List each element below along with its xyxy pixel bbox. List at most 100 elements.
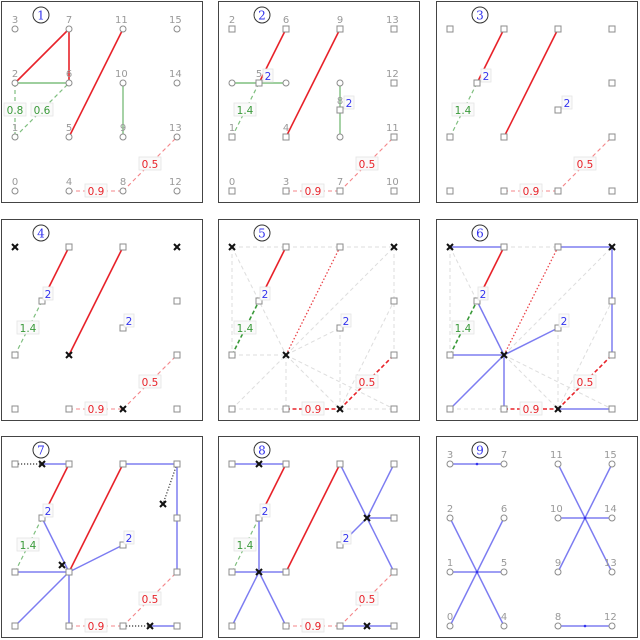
node-square-icon — [228, 351, 236, 359]
svg-text:2: 2 — [262, 506, 269, 518]
node-circle-icon — [11, 133, 19, 141]
node-circle-icon — [119, 187, 127, 195]
cross-marker-icon — [58, 561, 66, 569]
node-label: 0 — [12, 177, 18, 188]
node-label: 7 — [337, 177, 343, 188]
svg-text:2: 2 — [564, 98, 571, 110]
node-square-icon — [554, 243, 562, 251]
node-square-icon — [65, 460, 73, 468]
node-label: 15 — [169, 15, 182, 26]
node-circle-icon — [119, 79, 127, 87]
svg-text:1.4: 1.4 — [455, 323, 472, 335]
node-circle-icon — [500, 622, 508, 630]
node-square-icon — [11, 351, 19, 359]
background-edge — [285, 354, 395, 410]
node-square-icon — [173, 460, 181, 468]
svg-text:1.4: 1.4 — [237, 540, 254, 552]
node-label: 9 — [120, 123, 126, 134]
node-square-icon — [119, 324, 127, 332]
node-label: 8 — [337, 96, 343, 107]
background-edge — [285, 354, 341, 410]
node-label: 1 — [229, 123, 235, 134]
node-circle-icon — [173, 25, 181, 33]
edge-weight-label: 0.5 — [355, 156, 379, 171]
node-square-icon — [608, 351, 616, 359]
node-circle-icon — [608, 622, 616, 630]
node-square-icon — [255, 297, 263, 305]
edge-weight-label: 2 — [42, 286, 54, 301]
svg-text:0.5: 0.5 — [359, 159, 376, 171]
node-square-icon — [336, 460, 344, 468]
node-square-icon — [65, 568, 73, 576]
background-edge — [285, 327, 341, 356]
node-label: 13 — [169, 123, 182, 134]
node-label: 2 — [447, 504, 453, 515]
node-square-icon — [608, 79, 616, 87]
node-circle-icon — [11, 79, 19, 87]
step-number-badge: 3 — [471, 6, 489, 24]
edge-weight-label: 2 — [561, 95, 573, 110]
background-edge — [503, 354, 613, 410]
edge-weight-label: 0.8 — [3, 102, 27, 117]
node-circle-icon — [336, 79, 344, 87]
node-label: 0 — [229, 177, 235, 188]
node-square-icon — [11, 405, 19, 413]
svg-text:3: 3 — [476, 9, 484, 23]
node-square-icon — [228, 622, 236, 630]
node-label: 11 — [550, 450, 563, 461]
node-label: 10 — [115, 69, 128, 80]
background-edge — [339, 300, 395, 410]
cross-marker-icon — [363, 514, 371, 522]
node-square-icon — [173, 351, 181, 359]
node-circle-icon — [500, 460, 508, 468]
node-label: 9 — [337, 15, 343, 26]
cross-marker-icon — [336, 405, 344, 413]
node-square-icon — [473, 297, 481, 305]
node-label: 5 — [66, 123, 72, 134]
svg-text:0.9: 0.9 — [305, 404, 322, 416]
node-label: 2 — [229, 15, 235, 26]
node-square-icon — [11, 568, 19, 576]
edge-weight-label: 1.4 — [233, 320, 257, 335]
edge-weight-label: 0.6 — [30, 102, 54, 117]
node-square-icon — [173, 297, 181, 305]
svg-text:1.4: 1.4 — [20, 323, 37, 335]
edge-weight-label: 0.9 — [519, 401, 543, 416]
node-square-icon — [173, 405, 181, 413]
edge-red — [68, 463, 124, 573]
edge-weight-label: 1.4 — [16, 537, 40, 552]
edge-weight-label: 0.9 — [519, 183, 543, 198]
node-circle-icon — [554, 568, 562, 576]
node-square-icon — [473, 79, 481, 87]
node-circle-icon — [554, 514, 562, 522]
node-square-icon — [38, 297, 46, 305]
node-square-icon — [390, 622, 398, 630]
svg-text:2: 2 — [480, 289, 487, 301]
svg-text:2: 2 — [45, 506, 52, 518]
node-square-icon — [608, 25, 616, 33]
edge-green-dash-strong — [231, 300, 260, 356]
node-square-icon — [282, 568, 290, 576]
edge-blue — [476, 300, 505, 356]
edge-weight-label: 2 — [123, 313, 135, 328]
node-label: 1 — [12, 123, 18, 134]
background-edge — [285, 246, 395, 356]
node-circle-icon — [173, 187, 181, 195]
node-circle-icon — [608, 460, 616, 468]
node-label: 11 — [115, 15, 128, 26]
node-square-icon — [255, 514, 263, 522]
node-square-icon — [608, 297, 616, 305]
node-circle-icon — [446, 460, 454, 468]
node-label: 13 — [604, 558, 617, 569]
edge-red-dot — [503, 246, 559, 356]
node-circle-icon — [65, 25, 73, 33]
node-circle-icon — [446, 622, 454, 630]
cross-marker-icon — [608, 243, 616, 251]
step-number-badge: 5 — [253, 224, 271, 242]
node-circle-icon — [336, 133, 344, 141]
